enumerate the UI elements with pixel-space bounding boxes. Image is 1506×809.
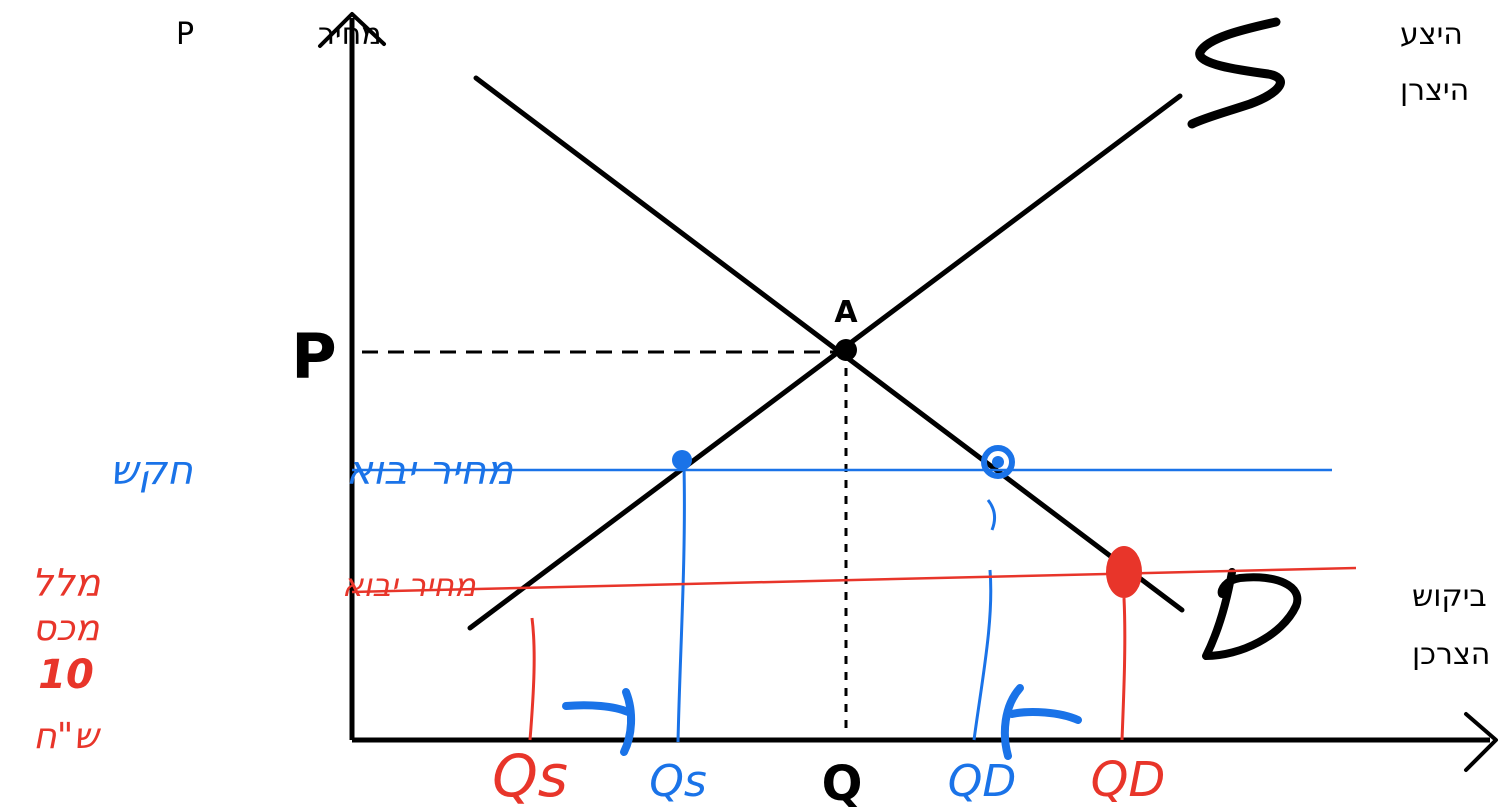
red-demand-intersection: [1106, 546, 1142, 598]
supply-label-line1: היצע: [1400, 17, 1463, 52]
red-qs-vertical: [528, 617, 536, 741]
supply-curve: [467, 93, 1183, 631]
blue-qs-label: Qs: [649, 756, 707, 807]
blue-side-label: חקש: [110, 448, 193, 494]
x-axis-arrow-icon: [1464, 712, 1498, 772]
supply-letter-s-icon: [1187, 17, 1285, 129]
red-qd-vertical: [1120, 597, 1127, 741]
blue-qd-vertical: [972, 499, 997, 741]
y-axis-arrow-icon: [318, 12, 386, 48]
blue-demand-intersection: [981, 445, 1015, 479]
equilibrium-point: [835, 339, 857, 361]
demand-label-line1: ביקוש: [1412, 579, 1487, 614]
red-tariff-price-label: מחיר יבוא: [342, 566, 477, 604]
equilibrium-price-label: P: [291, 320, 336, 393]
y-axis-label-symbol: P: [176, 17, 194, 52]
red-side-line2: מכס: [33, 608, 101, 649]
red-side-line3: 10: [38, 652, 94, 698]
equilibrium-point-label: A: [834, 295, 858, 330]
blue-import-price-label: מחיר יבוא: [346, 448, 514, 494]
axes: [318, 12, 1498, 772]
red-qs-label: Qs: [492, 742, 568, 809]
blue-left-arrow-icon: [562, 688, 635, 756]
blue-qd-label: QD: [948, 756, 1017, 807]
blue-qs-vertical: [676, 465, 686, 743]
red-side-line4: ש"ח: [33, 716, 101, 757]
demand-curve: [473, 75, 1185, 613]
red-side-line1: מלל: [31, 561, 101, 605]
red-tariff-price-line: [351, 566, 1357, 594]
supply-label-line2: היצרן: [1400, 73, 1469, 108]
blue-demand-intersection-fill: [992, 456, 1004, 468]
y-axis-label-hebrew: מחיר: [318, 17, 382, 52]
equilibrium-quantity-label: Q: [822, 756, 863, 809]
demand-label-line2: הצרכן: [1412, 637, 1490, 672]
blue-right-arrow-icon: [1000, 684, 1082, 760]
demand-letter-d-icon: [1202, 568, 1302, 660]
blue-supply-intersection: [672, 450, 692, 470]
red-qd-label: QD: [1091, 752, 1166, 808]
